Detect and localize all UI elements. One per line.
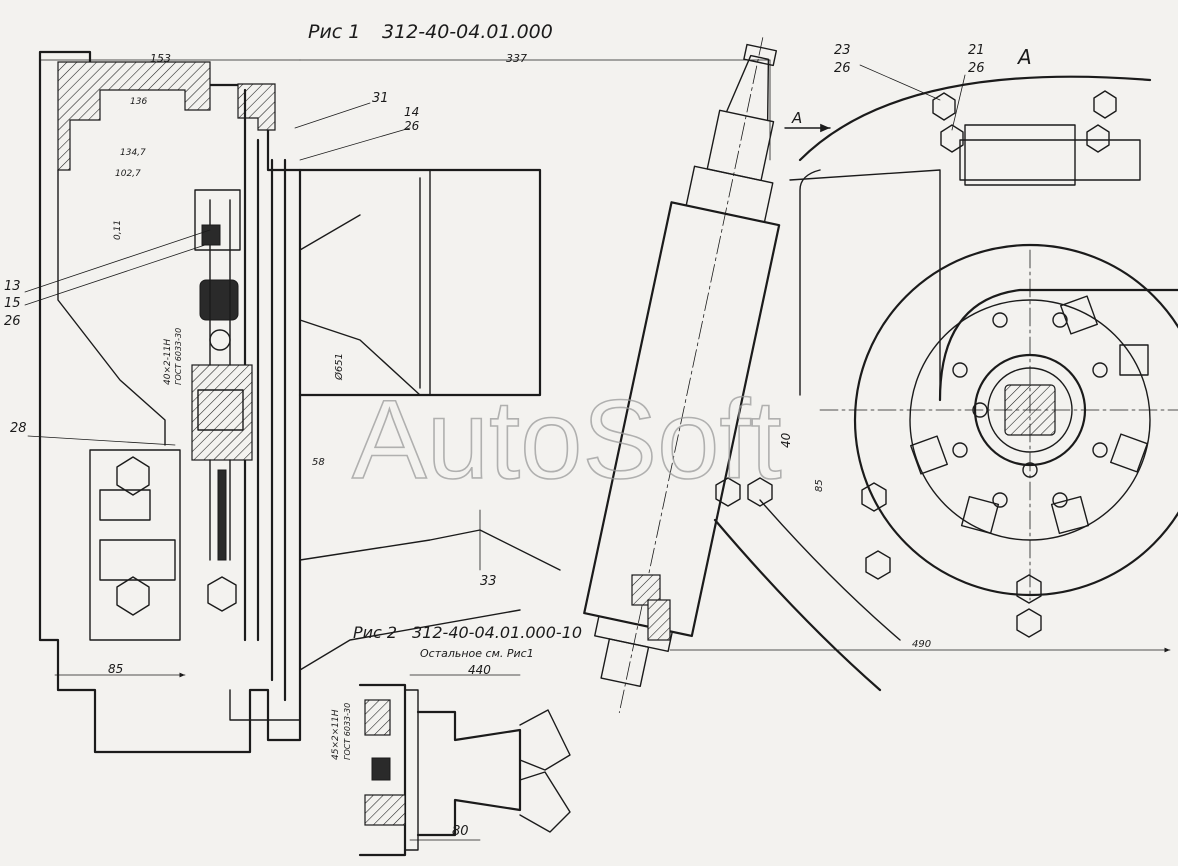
view-a-label: А [1016, 45, 1032, 69]
dim-0-11: 0,11 [113, 220, 123, 240]
section-arrow-label: А [791, 109, 802, 127]
fig2-note: Остальное см. Рис1 [420, 647, 534, 660]
dim-85: 85 [108, 662, 123, 676]
dim-102-7: 102,7 [115, 169, 141, 179]
fig2-assembly [358, 674, 571, 857]
callout-33: 33 [480, 574, 497, 589]
callout-14: 14 [404, 105, 419, 119]
coupling-assembly [191, 189, 253, 561]
dim-136: 136 [130, 97, 147, 107]
guide-arc [669, 169, 1171, 692]
thread-note-fig2-line1: 45×2×11Н [331, 709, 341, 760]
dim-490: 490 [912, 639, 931, 650]
callout-26a: 26 [404, 119, 420, 133]
thread-note-fig2-line2: ГОСТ 6033-30 [343, 703, 352, 760]
callout-15: 15 [4, 296, 21, 311]
dim-337: 337 [506, 52, 527, 65]
callout-28: 28 [10, 421, 27, 436]
dim-134-7: 134,7 [120, 148, 146, 158]
watermark: AutoSoft [352, 377, 782, 502]
dim-40: 40 [779, 432, 793, 448]
callout-26c: 26 [834, 61, 851, 76]
view-a [798, 75, 1178, 638]
fig1-title: Рис 1 [308, 21, 360, 43]
callout-23: 23 [834, 43, 851, 58]
dim-651: Ø651 [333, 353, 345, 381]
dim-153: 153 [150, 52, 171, 65]
thread-note-fig1-line2: ГОСТ 6033-30 [174, 328, 183, 385]
fig1-code: 312-40-04.01.000 [382, 21, 553, 43]
dim-80: 80 [452, 824, 469, 839]
thread-note-fig1-line1: 40×2-11Н [163, 339, 173, 385]
view-a-bolts [861, 90, 1117, 638]
cone-body [298, 168, 561, 671]
callout-31: 31 [372, 91, 389, 106]
callout-21: 21 [968, 43, 985, 58]
fig2-code: 312-40-04.01.000-10 [412, 623, 582, 642]
callout-26d: 26 [968, 61, 985, 76]
dim-85b: 85 [814, 479, 825, 492]
callout-26b: 26 [4, 314, 21, 329]
callout-13: 13 [4, 279, 21, 294]
bolt-heads [116, 456, 237, 616]
drive-shaft [583, 37, 781, 713]
view-a-pads [910, 295, 1149, 535]
dim-440: 440 [468, 663, 491, 677]
fig2-title: Рис 2 [353, 623, 397, 642]
dim-58: 58 [312, 457, 325, 468]
leader-lines [24, 64, 966, 446]
shaft-bolts [631, 477, 773, 641]
